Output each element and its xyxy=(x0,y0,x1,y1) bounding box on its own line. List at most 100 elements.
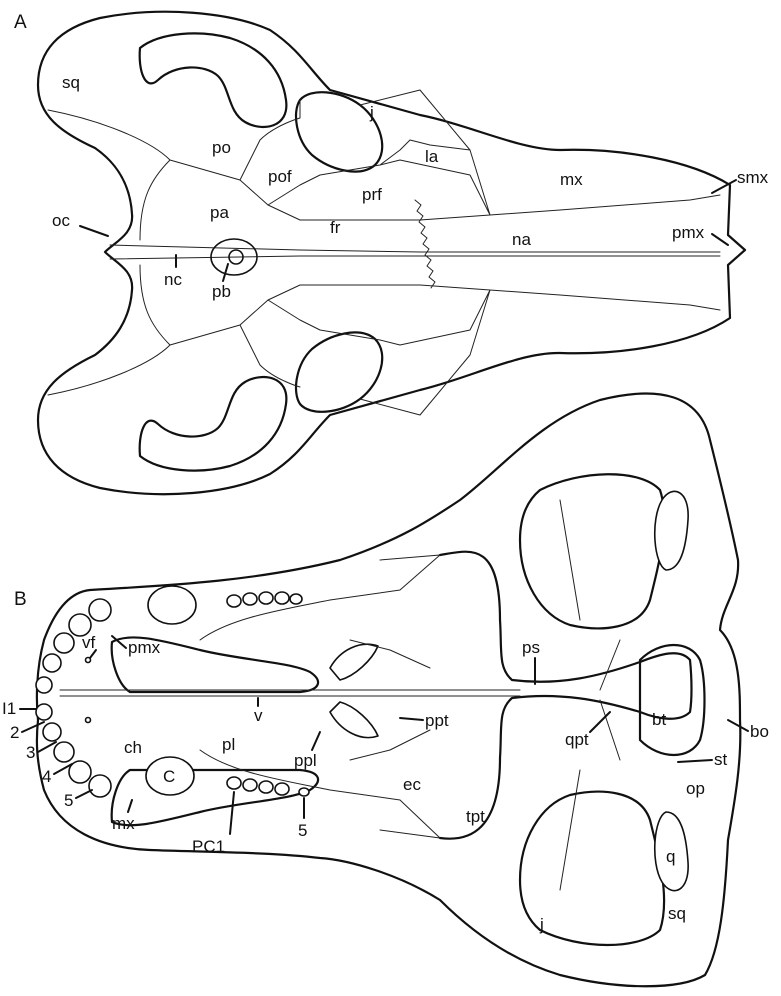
incisor-tooth xyxy=(42,722,62,742)
label-na: na xyxy=(512,230,531,249)
label-j-b: j xyxy=(539,915,544,934)
label-bt: bt xyxy=(652,710,666,729)
midline-suture-b xyxy=(59,689,521,697)
label-pb: pb xyxy=(212,282,231,301)
leader-ppt xyxy=(399,717,424,721)
label-2: 2 xyxy=(10,723,19,742)
label-v: v xyxy=(254,706,263,725)
palatal-tooth-patch-upper xyxy=(329,643,379,681)
postcanine-tooth xyxy=(258,591,274,605)
postcanine-tooth xyxy=(258,780,274,794)
vomerine-foramen xyxy=(84,716,92,724)
skull-a-outline xyxy=(36,10,747,496)
postcanine-tooth xyxy=(226,776,242,790)
leader-vf xyxy=(89,649,97,659)
incisor-tooth xyxy=(53,632,75,654)
basal-tuber xyxy=(638,644,706,756)
panel-a-dorsal-view: A sq po j la pof prf mx smx oc pa fr na … xyxy=(14,10,769,496)
leader-smx xyxy=(711,179,737,194)
postcanine-tooth xyxy=(274,591,290,605)
interpterygoid-vacuity xyxy=(438,550,693,840)
label-oc: oc xyxy=(52,211,70,230)
label-fr: fr xyxy=(330,218,341,237)
label-prf: prf xyxy=(362,185,382,204)
label-pc1: PC1 xyxy=(192,837,225,856)
label-tpt: tpt xyxy=(466,807,485,826)
leader-pb xyxy=(222,263,229,282)
pineal-foramen-ring xyxy=(210,238,258,276)
postcanine-tooth xyxy=(289,593,303,605)
incisor-tooth xyxy=(42,653,62,673)
midline-suture-a2 xyxy=(109,255,721,260)
leader-3 xyxy=(37,741,57,753)
label-q: q xyxy=(666,847,675,866)
label-pmx-a: pmx xyxy=(672,223,705,242)
canine-upper xyxy=(147,585,197,625)
postcanine-tooth xyxy=(226,594,242,608)
quadrate-lower xyxy=(653,811,689,892)
leader-bo xyxy=(727,719,749,732)
postcanine-tooth xyxy=(242,778,258,792)
label-pa: pa xyxy=(210,203,229,222)
quadrate-upper xyxy=(653,490,689,571)
subtemporal-fossa-upper xyxy=(518,473,666,630)
incisor-tooth xyxy=(35,676,53,694)
label-la: la xyxy=(425,147,439,166)
incisors xyxy=(35,598,112,798)
label-smx: smx xyxy=(737,168,769,187)
panel-a-label: A xyxy=(14,12,27,33)
postcanine-tooth xyxy=(242,592,258,606)
sutures-b xyxy=(199,499,621,891)
incisor-tooth xyxy=(68,760,92,784)
orbit-upper xyxy=(294,91,384,173)
vomerine-foramen xyxy=(84,656,92,664)
leader-5-incisor xyxy=(75,789,93,799)
leader-qpt xyxy=(589,711,611,733)
incisor-tooth xyxy=(35,703,53,721)
incisor-tooth xyxy=(88,774,112,798)
incisor-tooth xyxy=(53,741,75,763)
label-qpt: qpt xyxy=(565,730,589,749)
subtemporal-fossa-lower xyxy=(518,790,666,947)
choana-upper xyxy=(110,636,320,694)
pineal-foramen xyxy=(228,249,244,265)
leader-oc xyxy=(79,225,109,237)
label-bo: bo xyxy=(750,722,769,741)
skull-b-outline xyxy=(35,392,742,988)
midline-suture-a xyxy=(109,244,721,253)
leader-pmx-b xyxy=(111,635,127,649)
palatal-tooth-patch-lower xyxy=(329,701,379,739)
choana-lower xyxy=(110,768,320,827)
label-ppt: ppt xyxy=(425,711,449,730)
label-mx-a: mx xyxy=(560,170,583,189)
panel-b-label: B xyxy=(14,589,27,610)
postcanine-tooth xyxy=(298,787,310,797)
label-po: po xyxy=(212,138,231,157)
label-5-postcanine: 5 xyxy=(298,821,307,840)
label-c: C xyxy=(163,767,175,786)
incisor-tooth xyxy=(88,598,112,622)
frontal-nasal-suture xyxy=(414,199,436,289)
leader-mx-b xyxy=(127,799,133,813)
sutures-a xyxy=(47,89,721,416)
orbit-lower xyxy=(294,331,384,413)
leader-pc1 xyxy=(229,791,235,835)
postcanine-tooth xyxy=(274,782,290,796)
label-3: 3 xyxy=(26,743,35,762)
label-4: 4 xyxy=(42,767,51,786)
label-ppl: ppl xyxy=(294,751,317,770)
leader-ppl xyxy=(311,731,321,751)
label-5-incisor: 5 xyxy=(64,791,73,810)
leader-st xyxy=(677,759,713,763)
leader-2 xyxy=(21,721,45,733)
temporal-fenestra-upper xyxy=(138,32,288,129)
label-ch: ch xyxy=(124,738,142,757)
label-vf: vf xyxy=(82,633,96,652)
leader-pmx-a xyxy=(711,233,729,246)
postcanines xyxy=(226,591,310,797)
label-st: st xyxy=(714,750,728,769)
label-sq-a: sq xyxy=(62,73,80,92)
panel-b-ventral-view: B vf pmx I1 2 3 4 5 ch C mx v pl PC1 5 p… xyxy=(2,392,769,988)
label-i1: I1 xyxy=(2,699,16,718)
